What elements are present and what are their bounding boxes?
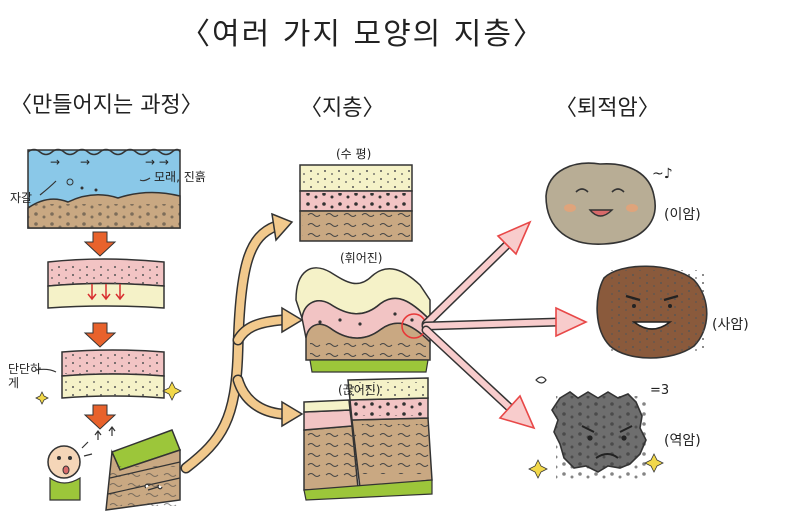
label-conglomerate: (역암) [664,433,701,449]
label-mudstone: (이암) [664,207,701,223]
mudstone-character: ~♪ [545,162,673,245]
label-sandstone: (사암) [712,317,749,333]
label-sand-mud: 모래, 진흙 [154,170,206,184]
horizontal-strata [299,164,413,242]
down-arrow-3 [83,404,117,430]
label-harden: 단단하게 [8,362,42,391]
compaction-panel [47,258,165,309]
label-horizontal: (수 평) [336,147,372,161]
label-gravel: 자갈 [10,191,33,205]
svg-text:→ →: → → [145,155,169,169]
section-title-process: 〈만들어지는 과정〉 [10,93,203,118]
conglomerate-character: =3 [528,376,669,480]
svg-text:→: → [80,155,90,169]
section-title-rocks: 〈퇴적암〉 [555,96,660,121]
branch-arrows [180,212,304,474]
svg-text:→: → [50,155,60,169]
section-title-strata: 〈지층〉 [300,96,385,121]
folded-strata [295,267,431,373]
page-title: 〈여러 가지 모양의 지층〉 [180,17,546,52]
sea-deposition-panel: → → → → [27,148,181,229]
uplifted-block [94,426,181,511]
label-faulted: (끊어진) [338,383,381,397]
down-arrow-1 [83,231,117,257]
rock-arrows [421,220,588,430]
down-arrow-2 [83,322,117,348]
hardened-panel [35,349,182,405]
sandstone-character [596,265,708,359]
svg-text:=3: =3 [650,383,669,398]
svg-text:~♪: ~♪ [652,166,673,182]
label-folded: (휘어진) [340,251,383,265]
surprised-boy [47,441,93,501]
faulted-strata [303,377,433,501]
